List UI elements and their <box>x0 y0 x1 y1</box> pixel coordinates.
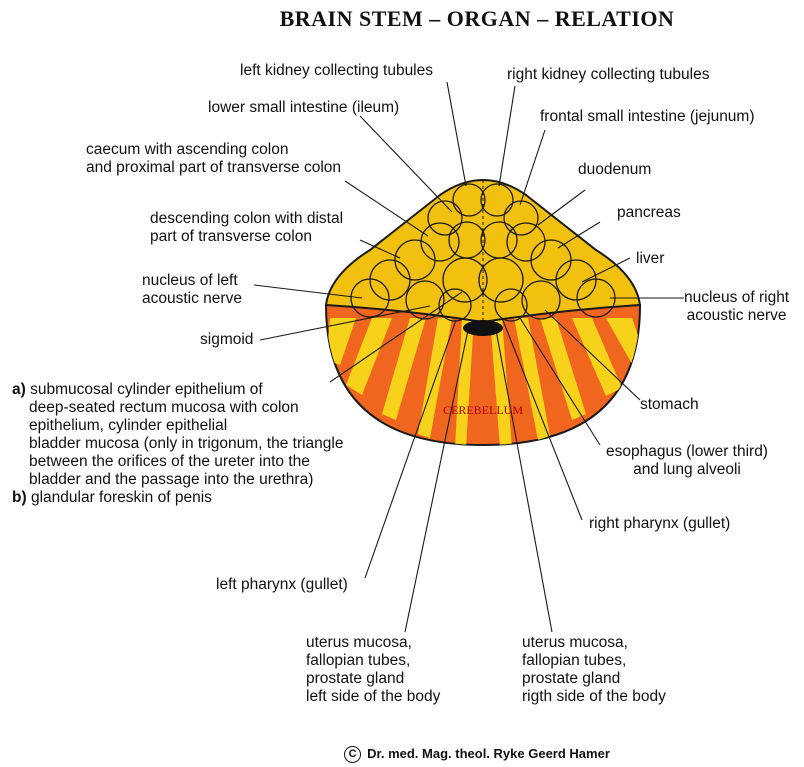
label-caecum-line2: and proximal part of transverse colon <box>86 159 341 177</box>
label-rectum: a) submucosal cylinder epithelium of dee… <box>12 381 343 507</box>
label-left-pharynx: left pharynx (gullet) <box>216 576 348 594</box>
label-rectum-line-a5: between the orifices of the ureter into … <box>12 453 343 471</box>
copyright-footer: C Dr. med. Mag. theol. Ryke Geerd Hamer <box>0 746 804 763</box>
label-left-acoustic: nucleus of left acoustic nerve <box>142 272 242 308</box>
label-right-acoustic: nucleus of right acoustic nerve <box>684 289 789 325</box>
label-uterus-left-line3: prostate gland <box>306 670 440 688</box>
label-descending-colon-line1: descending colon with distal <box>150 210 343 228</box>
label-duodenum: duodenum <box>578 161 651 179</box>
label-left-kidney: left kidney collecting tubules <box>240 62 433 80</box>
label-esophagus-line1: esophagus (lower third) <box>606 443 768 461</box>
label-uterus-left-line4: left side of the body <box>306 688 440 706</box>
label-descending-colon-line2: part of transverse colon <box>150 228 343 246</box>
label-esophagus-line2: and lung alveoli <box>606 461 768 479</box>
label-caecum: caecum with ascending colon and proximal… <box>86 141 341 177</box>
label-caecum-line1: caecum with ascending colon <box>86 141 341 159</box>
label-right-acoustic-line1: nucleus of right <box>684 289 789 307</box>
label-uterus-left-line2: fallopian tubes, <box>306 652 440 670</box>
label-rectum-line-a4: bladder mucosa (only in trigonum, the tr… <box>12 435 343 453</box>
label-ileum: lower small intestine (ileum) <box>208 99 399 117</box>
label-uterus-left-line1: uterus mucosa, <box>306 634 440 652</box>
label-left-acoustic-line1: nucleus of left <box>142 272 242 290</box>
label-rectum-line-b: b) glandular foreskin of penis <box>12 489 343 507</box>
label-uterus-right-line1: uterus mucosa, <box>522 634 666 652</box>
label-uterus-right-line4: rigth side of the body <box>522 688 666 706</box>
label-sigmoid: sigmoid <box>200 331 253 349</box>
label-uterus-right: uterus mucosa, fallopian tubes, prostate… <box>522 634 666 706</box>
label-rectum-line-a6: bladder and the passage into the urethra… <box>12 471 343 489</box>
label-right-acoustic-line2: acoustic nerve <box>684 307 789 325</box>
label-rectum-text-b: glandular foreskin of penis <box>31 489 212 506</box>
label-descending-colon: descending colon with distal part of tra… <box>150 210 343 246</box>
copyright-text: Dr. med. Mag. theol. Ryke Geerd Hamer <box>367 746 610 761</box>
label-rectum-text1: submucosal cylinder epithelium of <box>30 381 263 398</box>
marker-b: b) <box>12 489 27 506</box>
label-stomach: stomach <box>640 396 699 414</box>
label-left-acoustic-line2: acoustic nerve <box>142 290 242 308</box>
label-pancreas: pancreas <box>617 204 681 222</box>
label-right-pharynx: right pharynx (gullet) <box>589 515 730 533</box>
label-liver: liver <box>636 250 664 268</box>
label-rectum-line-a2: deep-seated rectum mucosa with colon <box>12 399 343 417</box>
label-esophagus: esophagus (lower third) and lung alveoli <box>606 443 768 479</box>
label-jejunum: frontal small intestine (jejunum) <box>540 108 755 126</box>
copyright-icon: C <box>344 746 361 763</box>
label-uterus-left: uterus mucosa, fallopian tubes, prostate… <box>306 634 440 706</box>
center-label: CEREBELLUM <box>443 403 523 417</box>
marker-a: a) <box>12 381 26 398</box>
label-rectum-line-a1: a) submucosal cylinder epithelium of <box>12 381 343 399</box>
label-uterus-right-line2: fallopian tubes, <box>522 652 666 670</box>
label-right-kidney: right kidney collecting tubules <box>507 66 709 84</box>
label-rectum-line-a3: epithelium, cylinder epithelial <box>12 417 343 435</box>
label-uterus-right-line3: prostate gland <box>522 670 666 688</box>
